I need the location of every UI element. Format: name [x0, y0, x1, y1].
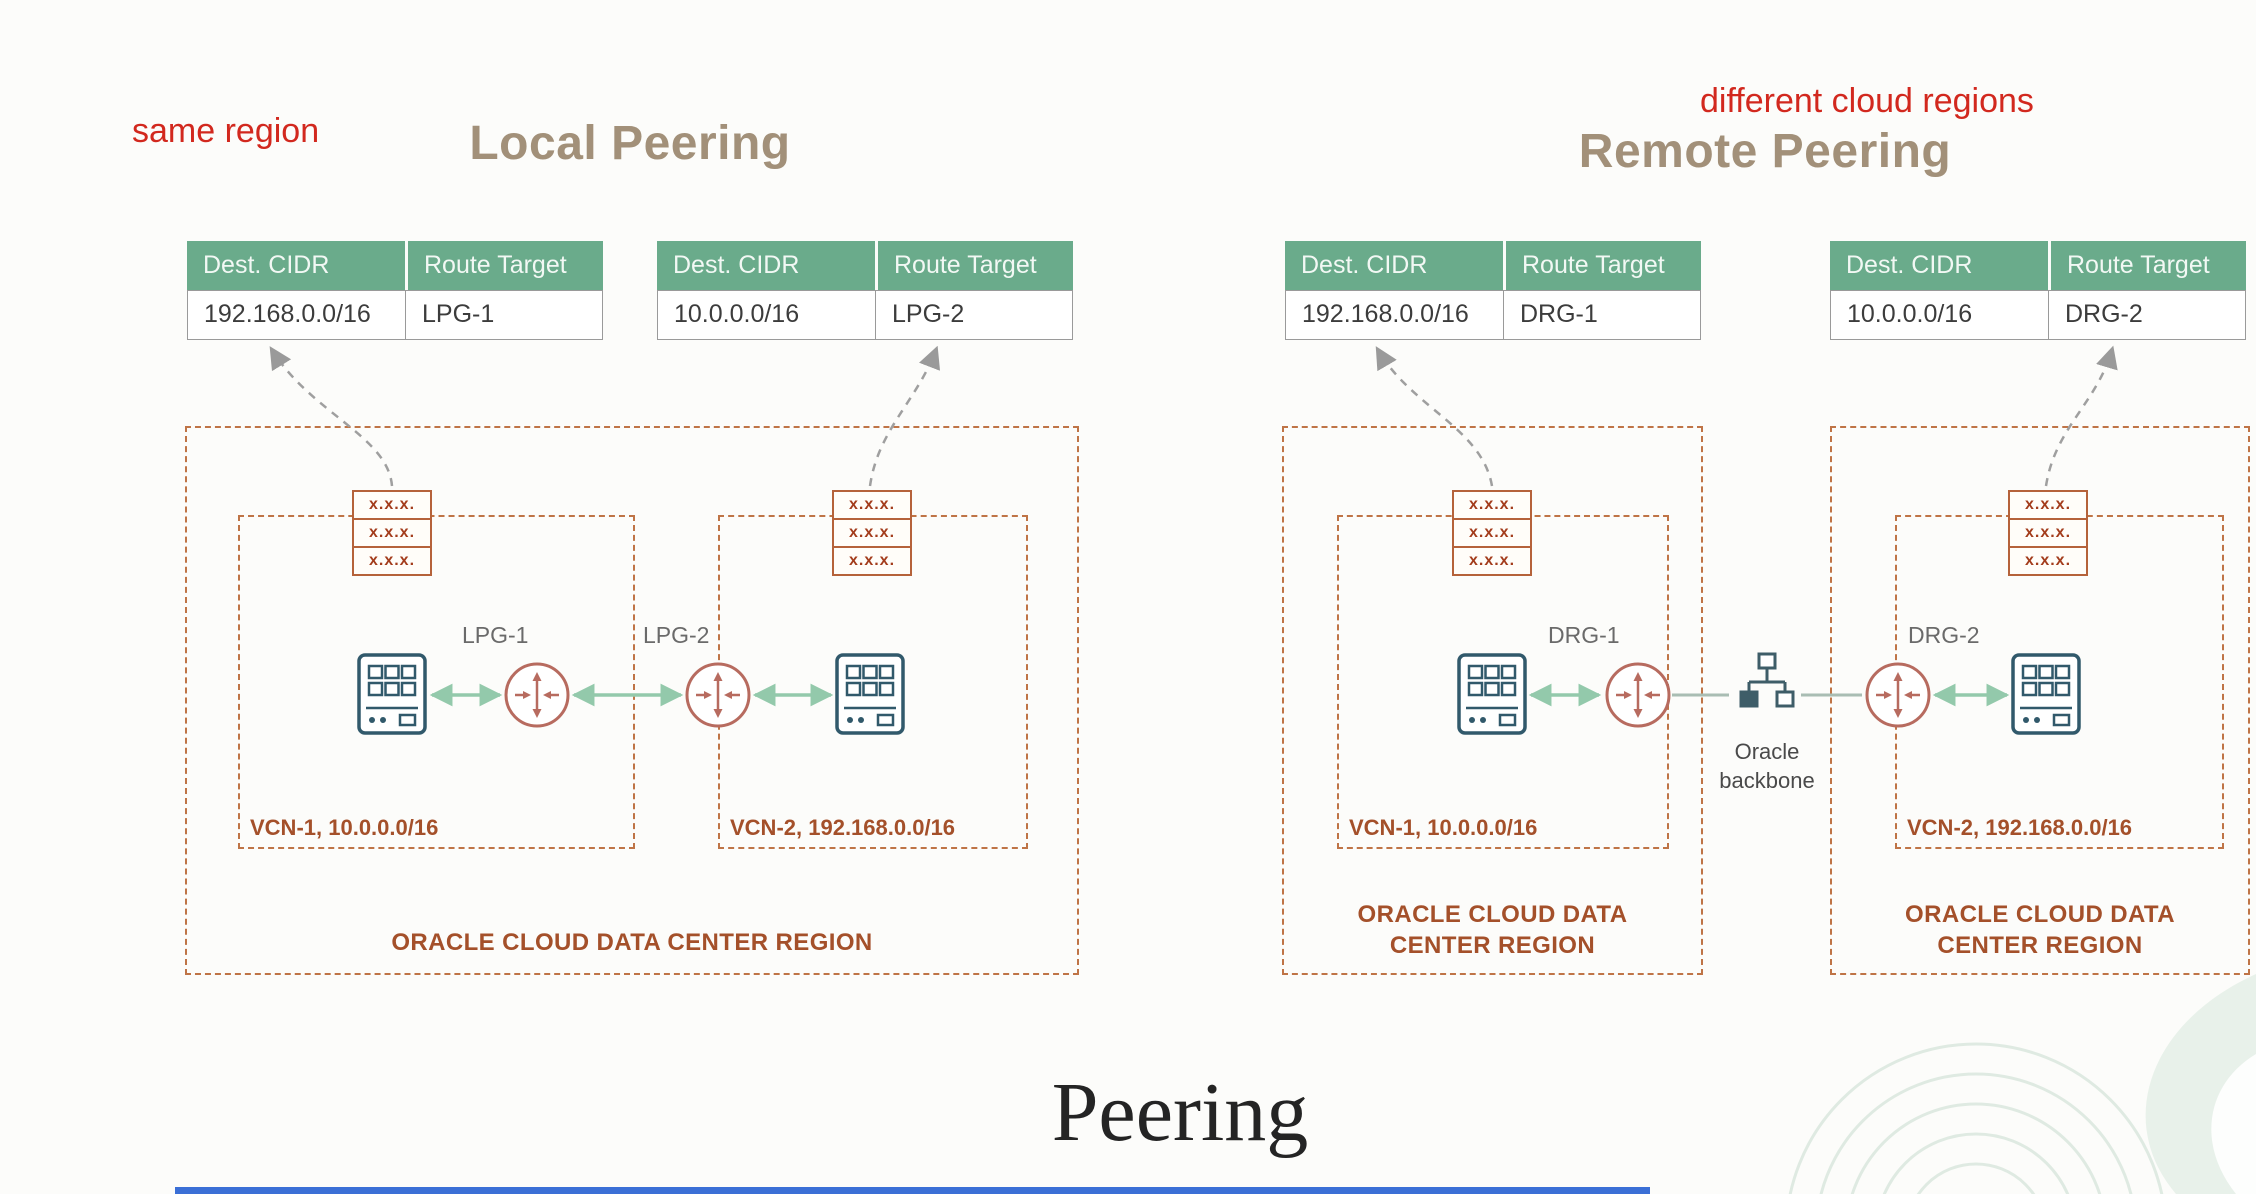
- route-table-icon-remote-1: x.x.x. x.x.x. x.x.x.: [1452, 490, 1532, 576]
- subnet-server-icon-local-2: [834, 652, 906, 741]
- region-label-remote-2: ORACLE CLOUD DATA CENTER REGION: [1832, 899, 2248, 961]
- annotation-same-region: same region: [132, 112, 320, 150]
- route-table-icon-row: x.x.x.: [832, 518, 912, 548]
- region-label-remote-1-line1: ORACLE CLOUD DATA: [1357, 900, 1628, 928]
- route-table-icon-local-2: x.x.x. x.x.x. x.x.x.: [832, 490, 912, 576]
- title-remote-peering: Remote Peering: [1578, 125, 1952, 178]
- drg1-label: DRG-1: [1548, 622, 1620, 648]
- route-table-icon-row: x.x.x.: [1452, 546, 1532, 576]
- table-row: 10.0.0.0/16 LPG-2: [657, 290, 1073, 340]
- decorative-pattern: [1788, 974, 2256, 1194]
- column-header-route-target: Route Target: [408, 241, 603, 290]
- vcn-label-remote-2: VCN-2, 192.168.0.0/16: [1907, 815, 2133, 840]
- route-table-icon-row: x.x.x.: [1452, 518, 1532, 548]
- table-row: 10.0.0.0/16 DRG-2: [1830, 290, 2246, 340]
- annotation-different-cloud-regions: different cloud regions: [1700, 82, 2034, 120]
- lpg2-router-icon: [684, 661, 752, 734]
- vcn-label-remote-1: VCN-1, 10.0.0.0/16: [1349, 815, 1538, 840]
- cell-dest-cidr: 192.168.0.0/16: [1286, 291, 1504, 339]
- route-table-panel-local-1: Dest. CIDR Route Target 192.168.0.0/16 L…: [187, 241, 603, 340]
- route-table-icon-row: x.x.x.: [2008, 546, 2088, 576]
- route-table-icon-row: x.x.x.: [832, 546, 912, 576]
- cell-dest-cidr: 10.0.0.0/16: [1831, 291, 2049, 339]
- route-table-icon-row: x.x.x.: [1452, 490, 1532, 520]
- route-table-panel-remote-2: Dest. CIDR Route Target 10.0.0.0/16 DRG-…: [1830, 241, 2246, 340]
- region-box-remote-1: ORACLE CLOUD DATA CENTER REGION: [1282, 426, 1703, 975]
- region-box-remote-2: ORACLE CLOUD DATA CENTER REGION: [1830, 426, 2250, 975]
- route-table-icon-row: x.x.x.: [832, 490, 912, 520]
- column-header-dest-cidr: Dest. CIDR: [1285, 241, 1503, 290]
- vcn-label-local-2: VCN-2, 192.168.0.0/16: [730, 815, 956, 840]
- drg1-router-icon: [1604, 661, 1672, 734]
- cell-route-target: DRG-1: [1520, 300, 1598, 328]
- subnet-server-icon-local-1: [356, 652, 428, 741]
- cell-route-target: DRG-2: [2065, 300, 2143, 328]
- route-table-icon-local-1: x.x.x. x.x.x. x.x.x.: [352, 490, 432, 576]
- drg2-label: DRG-2: [1908, 622, 1980, 648]
- region-label-remote-2-line1: ORACLE CLOUD DATA: [1905, 900, 2175, 928]
- oracle-backbone-label-line1: Oracle: [1734, 739, 1800, 764]
- title-local-peering: Local Peering: [469, 117, 791, 170]
- region-label-remote-2-line2: CENTER REGION: [1937, 931, 2143, 959]
- route-table-panel-remote-1: Dest. CIDR Route Target 192.168.0.0/16 D…: [1285, 241, 1701, 340]
- column-header-dest-cidr: Dest. CIDR: [187, 241, 405, 290]
- oracle-backbone-label: Oracle backbone: [1702, 738, 1832, 795]
- route-table-icon-row: x.x.x.: [352, 518, 432, 548]
- column-header-route-target: Route Target: [878, 241, 1073, 290]
- column-header-route-target: Route Target: [2051, 241, 2246, 290]
- region-label-remote-1: ORACLE CLOUD DATA CENTER REGION: [1284, 899, 1701, 961]
- lpg1-router-icon: [503, 661, 571, 734]
- cell-dest-cidr: 192.168.0.0/16: [188, 291, 406, 339]
- region-box-local: ORACLE CLOUD DATA CENTER REGION: [185, 426, 1079, 975]
- table-row: 192.168.0.0/16 DRG-1: [1285, 290, 1701, 340]
- route-table-icon-row: x.x.x.: [352, 490, 432, 520]
- route-table-icon-row: x.x.x.: [2008, 490, 2088, 520]
- oracle-backbone-label-line2: backbone: [1719, 767, 1815, 793]
- lpg2-label: LPG-2: [643, 622, 710, 648]
- region-label-remote-1-line2: CENTER REGION: [1389, 931, 1596, 959]
- route-table-icon-row: x.x.x.: [2008, 518, 2088, 548]
- subnet-server-icon-remote-1: [1456, 652, 1528, 741]
- subnet-server-icon-remote-2: [2010, 652, 2082, 741]
- route-table-icon-remote-2: x.x.x. x.x.x. x.x.x.: [2008, 490, 2088, 576]
- page-title: Peering: [1051, 1066, 1309, 1159]
- route-table-icon-row: x.x.x.: [352, 546, 432, 576]
- cell-dest-cidr: 10.0.0.0/16: [658, 291, 876, 339]
- bottom-blue-bar: [175, 1187, 1650, 1194]
- table-row: 192.168.0.0/16 LPG-1: [187, 290, 603, 340]
- cell-route-target: LPG-2: [892, 300, 965, 328]
- column-header-route-target: Route Target: [1506, 241, 1701, 290]
- region-label-local: ORACLE CLOUD DATA CENTER REGION: [391, 929, 873, 956]
- vcn-box-local-1: VCN-1, 10.0.0.0/16: [238, 515, 635, 849]
- drg2-router-icon: [1864, 661, 1932, 734]
- vcn-label-local-1: VCN-1, 10.0.0.0/16: [250, 815, 439, 840]
- route-table-panel-local-2: Dest. CIDR Route Target 10.0.0.0/16 LPG-…: [657, 241, 1073, 340]
- cell-route-target: LPG-1: [422, 300, 495, 328]
- lpg1-label: LPG-1: [462, 622, 529, 648]
- column-header-dest-cidr: Dest. CIDR: [1830, 241, 2048, 290]
- column-header-dest-cidr: Dest. CIDR: [657, 241, 875, 290]
- oracle-backbone-icon: [1731, 652, 1803, 721]
